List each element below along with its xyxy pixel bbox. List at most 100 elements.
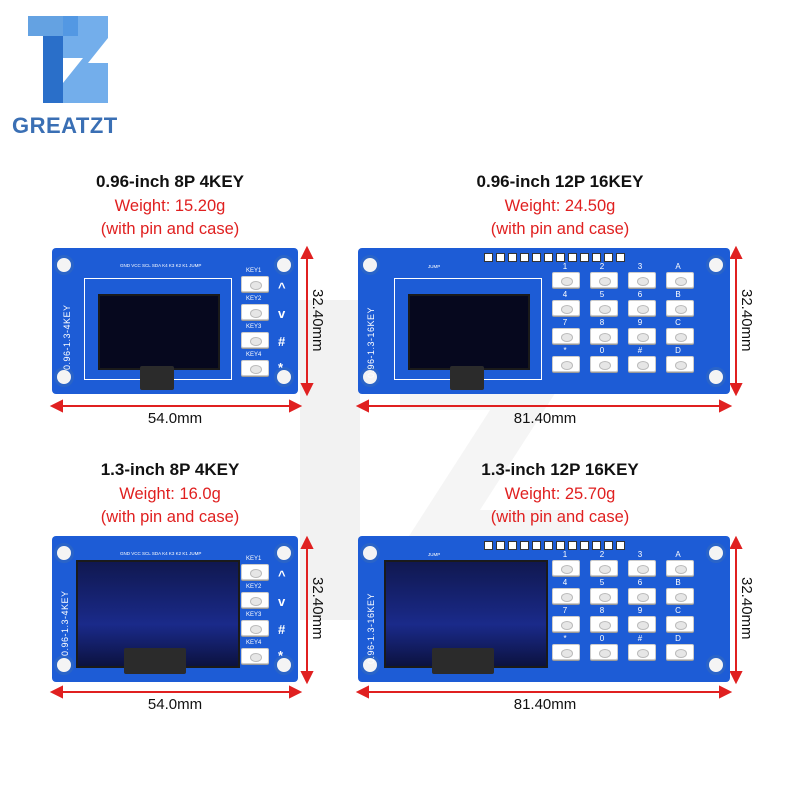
board-title: 1.3-inch 12P 16KEY <box>481 460 639 479</box>
height-dimension: 32.40mm <box>738 576 755 640</box>
key-label: 3 <box>637 550 643 559</box>
key-label: KEY4 <box>246 640 262 646</box>
key-symbol: v <box>278 306 286 321</box>
tact-key[interactable] <box>552 644 580 660</box>
pin-labels: GND VCC SCL SDA K4 K3 K2 K1 JUMP <box>120 551 202 556</box>
tact-key[interactable] <box>628 328 656 344</box>
tact-key[interactable] <box>666 356 694 372</box>
tact-key[interactable] <box>241 620 269 636</box>
header-pad <box>532 253 541 262</box>
width-dimension: 54.0mm <box>147 410 203 427</box>
tact-key[interactable] <box>666 560 694 576</box>
key-label: C <box>675 606 681 615</box>
tact-key[interactable] <box>666 300 694 316</box>
tact-key[interactable] <box>628 356 656 372</box>
key-label: 1 <box>562 550 568 559</box>
key-symbol: v <box>278 594 286 609</box>
tact-key[interactable] <box>590 644 618 660</box>
tact-key[interactable] <box>241 276 269 292</box>
header-pad <box>604 541 613 550</box>
tact-key[interactable] <box>590 272 618 288</box>
mount-hole <box>274 655 294 675</box>
key-label: 0 <box>599 634 605 643</box>
header-pad <box>520 253 529 262</box>
tz-logo-icon <box>28 16 108 103</box>
board-weight: Weight: 25.70g <box>504 485 616 503</box>
oled-board-096-4key: GND VCC SCL SDA K4 K3 K2 K1 JUMP 0.96-1.… <box>52 248 298 394</box>
header-pad <box>544 541 553 550</box>
key-label: KEY2 <box>246 584 262 590</box>
brand-logo <box>18 8 118 108</box>
tact-key[interactable] <box>590 616 618 632</box>
mount-hole <box>54 543 74 563</box>
oled-board-13-4key: GND VCC SCL SDA K4 K3 K2 K1 JUMP 0.96-1.… <box>52 536 298 682</box>
silk-model: 0.96-1.3-4KEY <box>60 590 70 656</box>
ribbon-cable <box>450 366 484 390</box>
tact-key[interactable] <box>552 588 580 604</box>
mount-hole <box>54 655 74 675</box>
key-label: KEY2 <box>246 296 262 302</box>
header-pad <box>568 253 577 262</box>
key-label: 5 <box>599 290 605 299</box>
header-pad <box>616 541 625 550</box>
tact-key[interactable] <box>552 616 580 632</box>
tact-key[interactable] <box>628 644 656 660</box>
tact-key[interactable] <box>241 304 269 320</box>
mount-hole <box>706 543 726 563</box>
tact-key[interactable] <box>666 644 694 660</box>
tact-key[interactable] <box>241 332 269 348</box>
tact-key[interactable] <box>552 272 580 288</box>
tact-key[interactable] <box>628 616 656 632</box>
tact-key[interactable] <box>666 272 694 288</box>
tact-key[interactable] <box>628 560 656 576</box>
tact-key[interactable] <box>666 616 694 632</box>
key-label: 0 <box>599 346 605 355</box>
header-pad <box>580 541 589 550</box>
key-label: D <box>675 634 681 643</box>
key-symbol: ^ <box>278 568 286 583</box>
tact-key[interactable] <box>590 328 618 344</box>
key-label: # <box>637 634 643 643</box>
board-weight: Weight: 16.0g <box>119 485 221 503</box>
tact-key[interactable] <box>552 328 580 344</box>
tact-key[interactable] <box>590 356 618 372</box>
tact-key[interactable] <box>590 588 618 604</box>
tact-key[interactable] <box>552 356 580 372</box>
key-label: 4 <box>562 290 568 299</box>
tact-key[interactable] <box>552 300 580 316</box>
tact-key[interactable] <box>241 564 269 580</box>
tact-key[interactable] <box>590 300 618 316</box>
key-label: KEY1 <box>246 268 262 274</box>
key-symbol: # <box>278 334 286 349</box>
key-label: KEY3 <box>246 612 262 618</box>
tact-key[interactable] <box>628 588 656 604</box>
header-pad <box>508 541 517 550</box>
key-label: 1 <box>562 262 568 271</box>
tact-key[interactable] <box>666 328 694 344</box>
key-label: 9 <box>637 606 643 615</box>
key-label: * <box>563 634 567 643</box>
key-symbol: * <box>278 360 284 375</box>
header-pad <box>508 253 517 262</box>
mount-hole <box>54 367 74 387</box>
key-label: 3 <box>637 262 643 271</box>
oled-screen <box>98 294 220 370</box>
key-label: C <box>675 318 681 327</box>
tact-key[interactable] <box>628 272 656 288</box>
tact-key[interactable] <box>590 560 618 576</box>
ribbon-cable <box>140 366 174 390</box>
board-note: (with pin and case) <box>100 220 240 238</box>
board-title: 1.3-inch 8P 4KEY <box>100 460 240 479</box>
tact-key[interactable] <box>552 560 580 576</box>
header-pad <box>604 253 613 262</box>
key-label: KEY3 <box>246 324 262 330</box>
tact-key[interactable] <box>241 592 269 608</box>
tact-key[interactable] <box>628 300 656 316</box>
key-label: A <box>675 262 681 271</box>
ribbon-cable <box>124 648 186 674</box>
tact-key[interactable] <box>241 648 269 664</box>
tact-key[interactable] <box>241 360 269 376</box>
board-title: 0.96-inch 12P 16KEY <box>476 172 644 191</box>
tact-key[interactable] <box>666 588 694 604</box>
mount-hole <box>360 367 380 387</box>
